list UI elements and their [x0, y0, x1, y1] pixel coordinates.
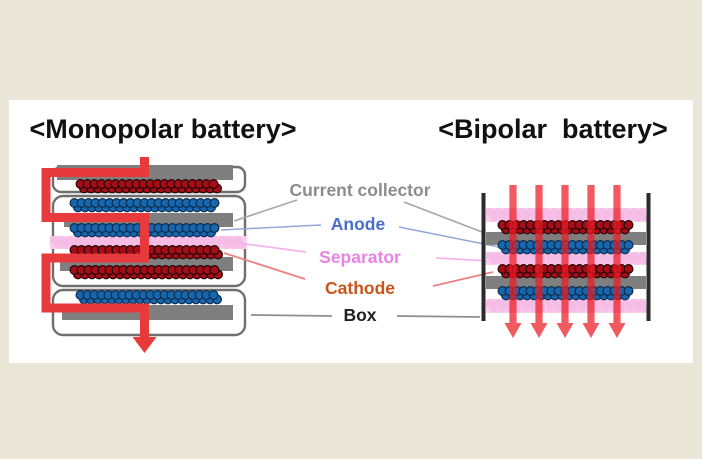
bipolar-end-plate-right: [646, 193, 651, 321]
monopolar-title: <Monopolar battery>: [29, 114, 296, 144]
leader-box-left: [250, 314, 333, 317]
anode-bead-row: [75, 290, 223, 305]
monopolar-diagram: [41, 157, 247, 353]
label-current-collector: Current collector: [290, 180, 431, 200]
monopolar-separator-texture: [49, 235, 246, 249]
label-cathode: Cathode: [325, 278, 395, 298]
leader-cathode-left: [223, 252, 306, 280]
monopolar-current-flow-path: [41, 157, 149, 339]
legend: Current collector Anode Separator Cathod…: [220, 180, 500, 325]
leader-box-right: [396, 315, 481, 318]
label-anode: Anode: [331, 214, 386, 234]
label-separator: Separator: [319, 247, 401, 267]
bipolar-diagram: [481, 185, 651, 338]
bipolar-end-plate-left: [481, 193, 486, 321]
leader-current-collector-left: [233, 199, 298, 222]
bipolar-current-arrows: [504, 185, 626, 338]
anode-bead-row: [69, 198, 220, 213]
leader-separator-left: [237, 242, 307, 253]
leader-anode-left: [220, 224, 322, 231]
monopolar-current-flow-arrowhead: [132, 337, 157, 353]
leader-separator-right: [435, 257, 490, 262]
label-box: Box: [343, 305, 376, 325]
cathode-bead-row: [69, 265, 224, 280]
leader-current-collector-right: [403, 201, 483, 233]
cathode-bead-row: [75, 179, 223, 194]
bipolar-title: <Bipolar battery>: [438, 114, 668, 144]
